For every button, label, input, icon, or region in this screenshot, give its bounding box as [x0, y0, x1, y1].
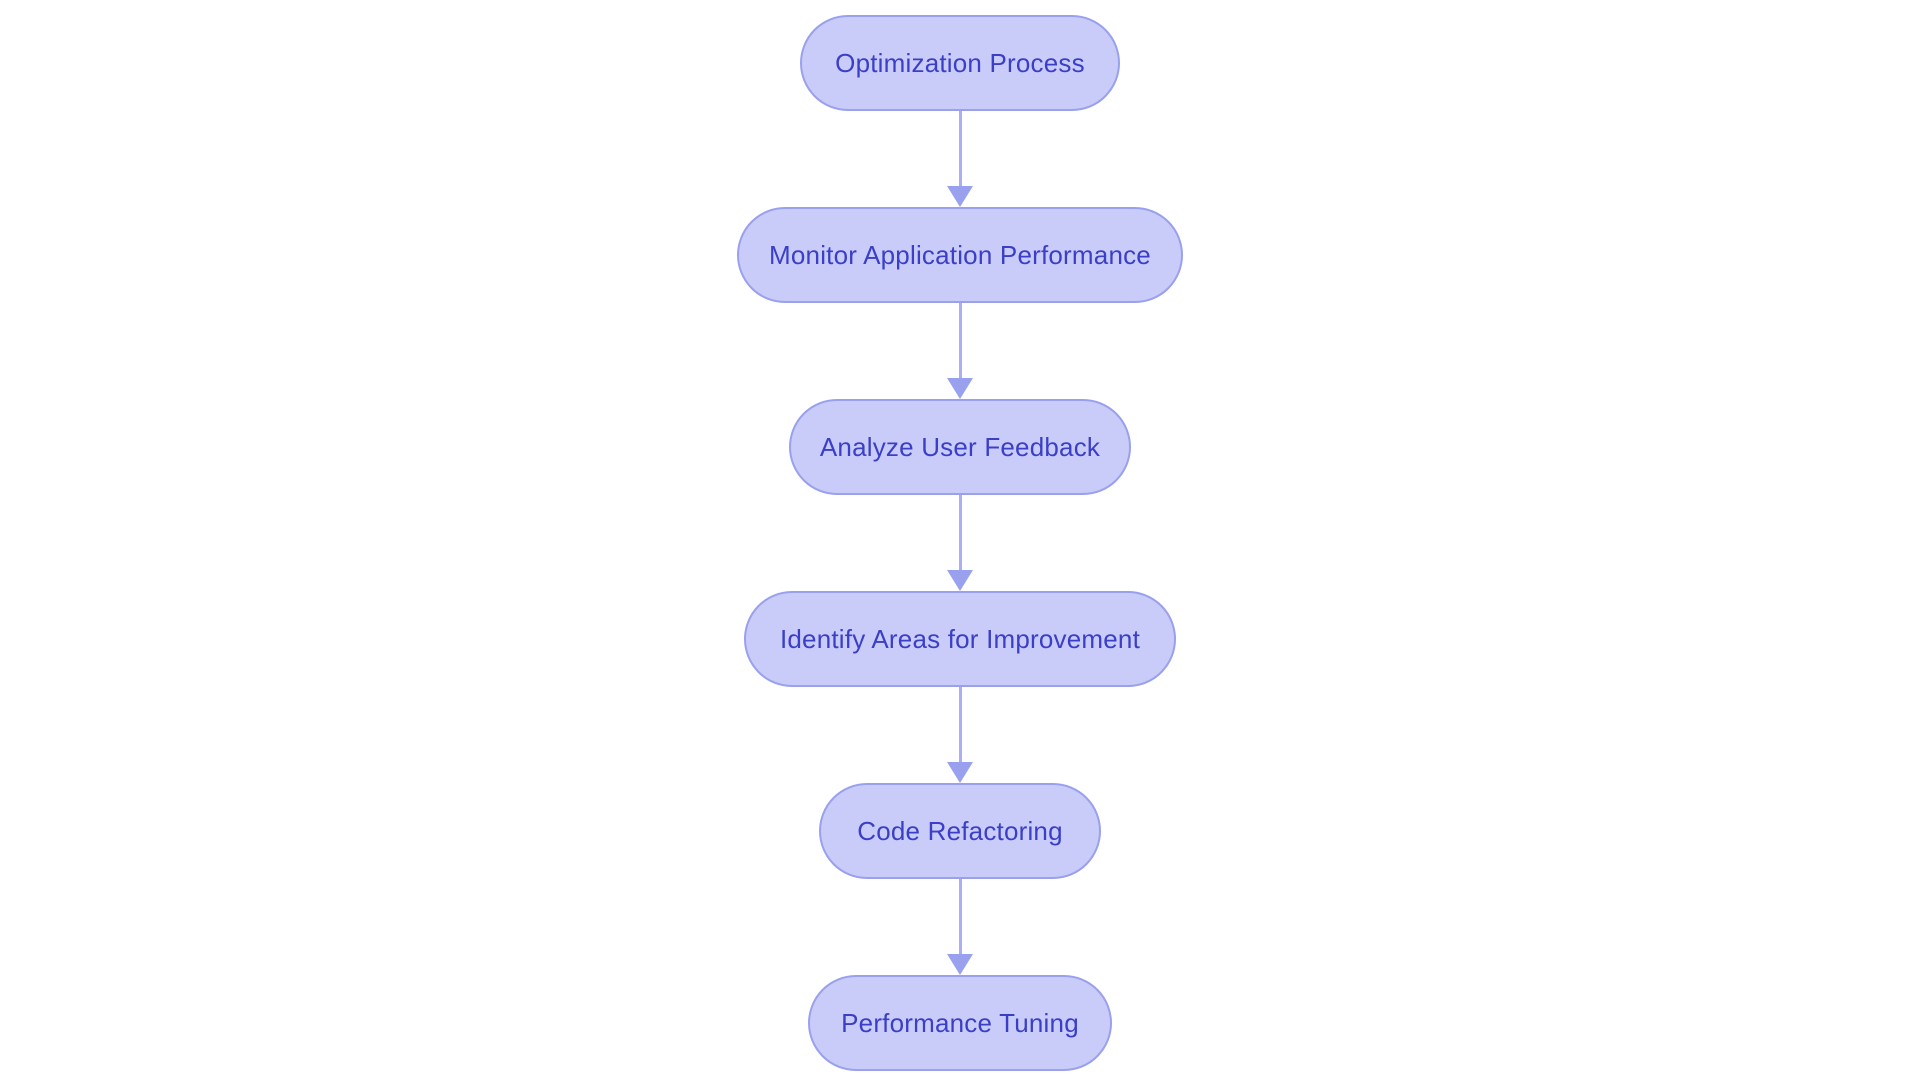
arrow-line [958, 495, 962, 571]
flow-arrow-monitor-application-performance-to-analyze-user-feedback [947, 303, 973, 399]
flow-node-performance-tuning: Performance Tuning [808, 975, 1112, 1071]
flow-arrow-code-refactoring-to-performance-tuning [947, 879, 973, 975]
flow-node-analyze-user-feedback: Analyze User Feedback [789, 399, 1131, 495]
flow-node-label: Optimization Process [835, 47, 1085, 78]
flow-arrow-optimization-process-to-monitor-application-performance [947, 111, 973, 207]
arrow-line [958, 111, 962, 187]
flow-node-monitor-application-performance: Monitor Application Performance [737, 207, 1183, 303]
arrow-line [958, 687, 962, 763]
flow-node-label: Monitor Application Performance [769, 239, 1151, 270]
flow-node-label: Identify Areas for Improvement [779, 623, 1141, 654]
arrow-head-icon [947, 378, 973, 399]
flow-node-label: Performance Tuning [841, 1007, 1079, 1038]
arrow-head-icon [947, 570, 973, 591]
arrow-head-icon [947, 762, 973, 783]
flow-node-optimization-process: Optimization Process [800, 15, 1120, 111]
arrow-line [958, 303, 962, 379]
arrow-head-icon [947, 186, 973, 207]
flow-arrow-analyze-user-feedback-to-identify-areas-for-improvement [947, 495, 973, 591]
arrow-line [958, 879, 962, 955]
flow-node-code-refactoring: Code Refactoring [819, 783, 1101, 879]
flow-node-identify-areas-for-improvement: Identify Areas for Improvement [744, 591, 1176, 687]
flow-node-label: Code Refactoring [857, 815, 1063, 846]
flow-arrow-identify-areas-for-improvement-to-code-refactoring [947, 687, 973, 783]
flow-node-label: Analyze User Feedback [819, 431, 1101, 462]
arrow-head-icon [947, 954, 973, 975]
